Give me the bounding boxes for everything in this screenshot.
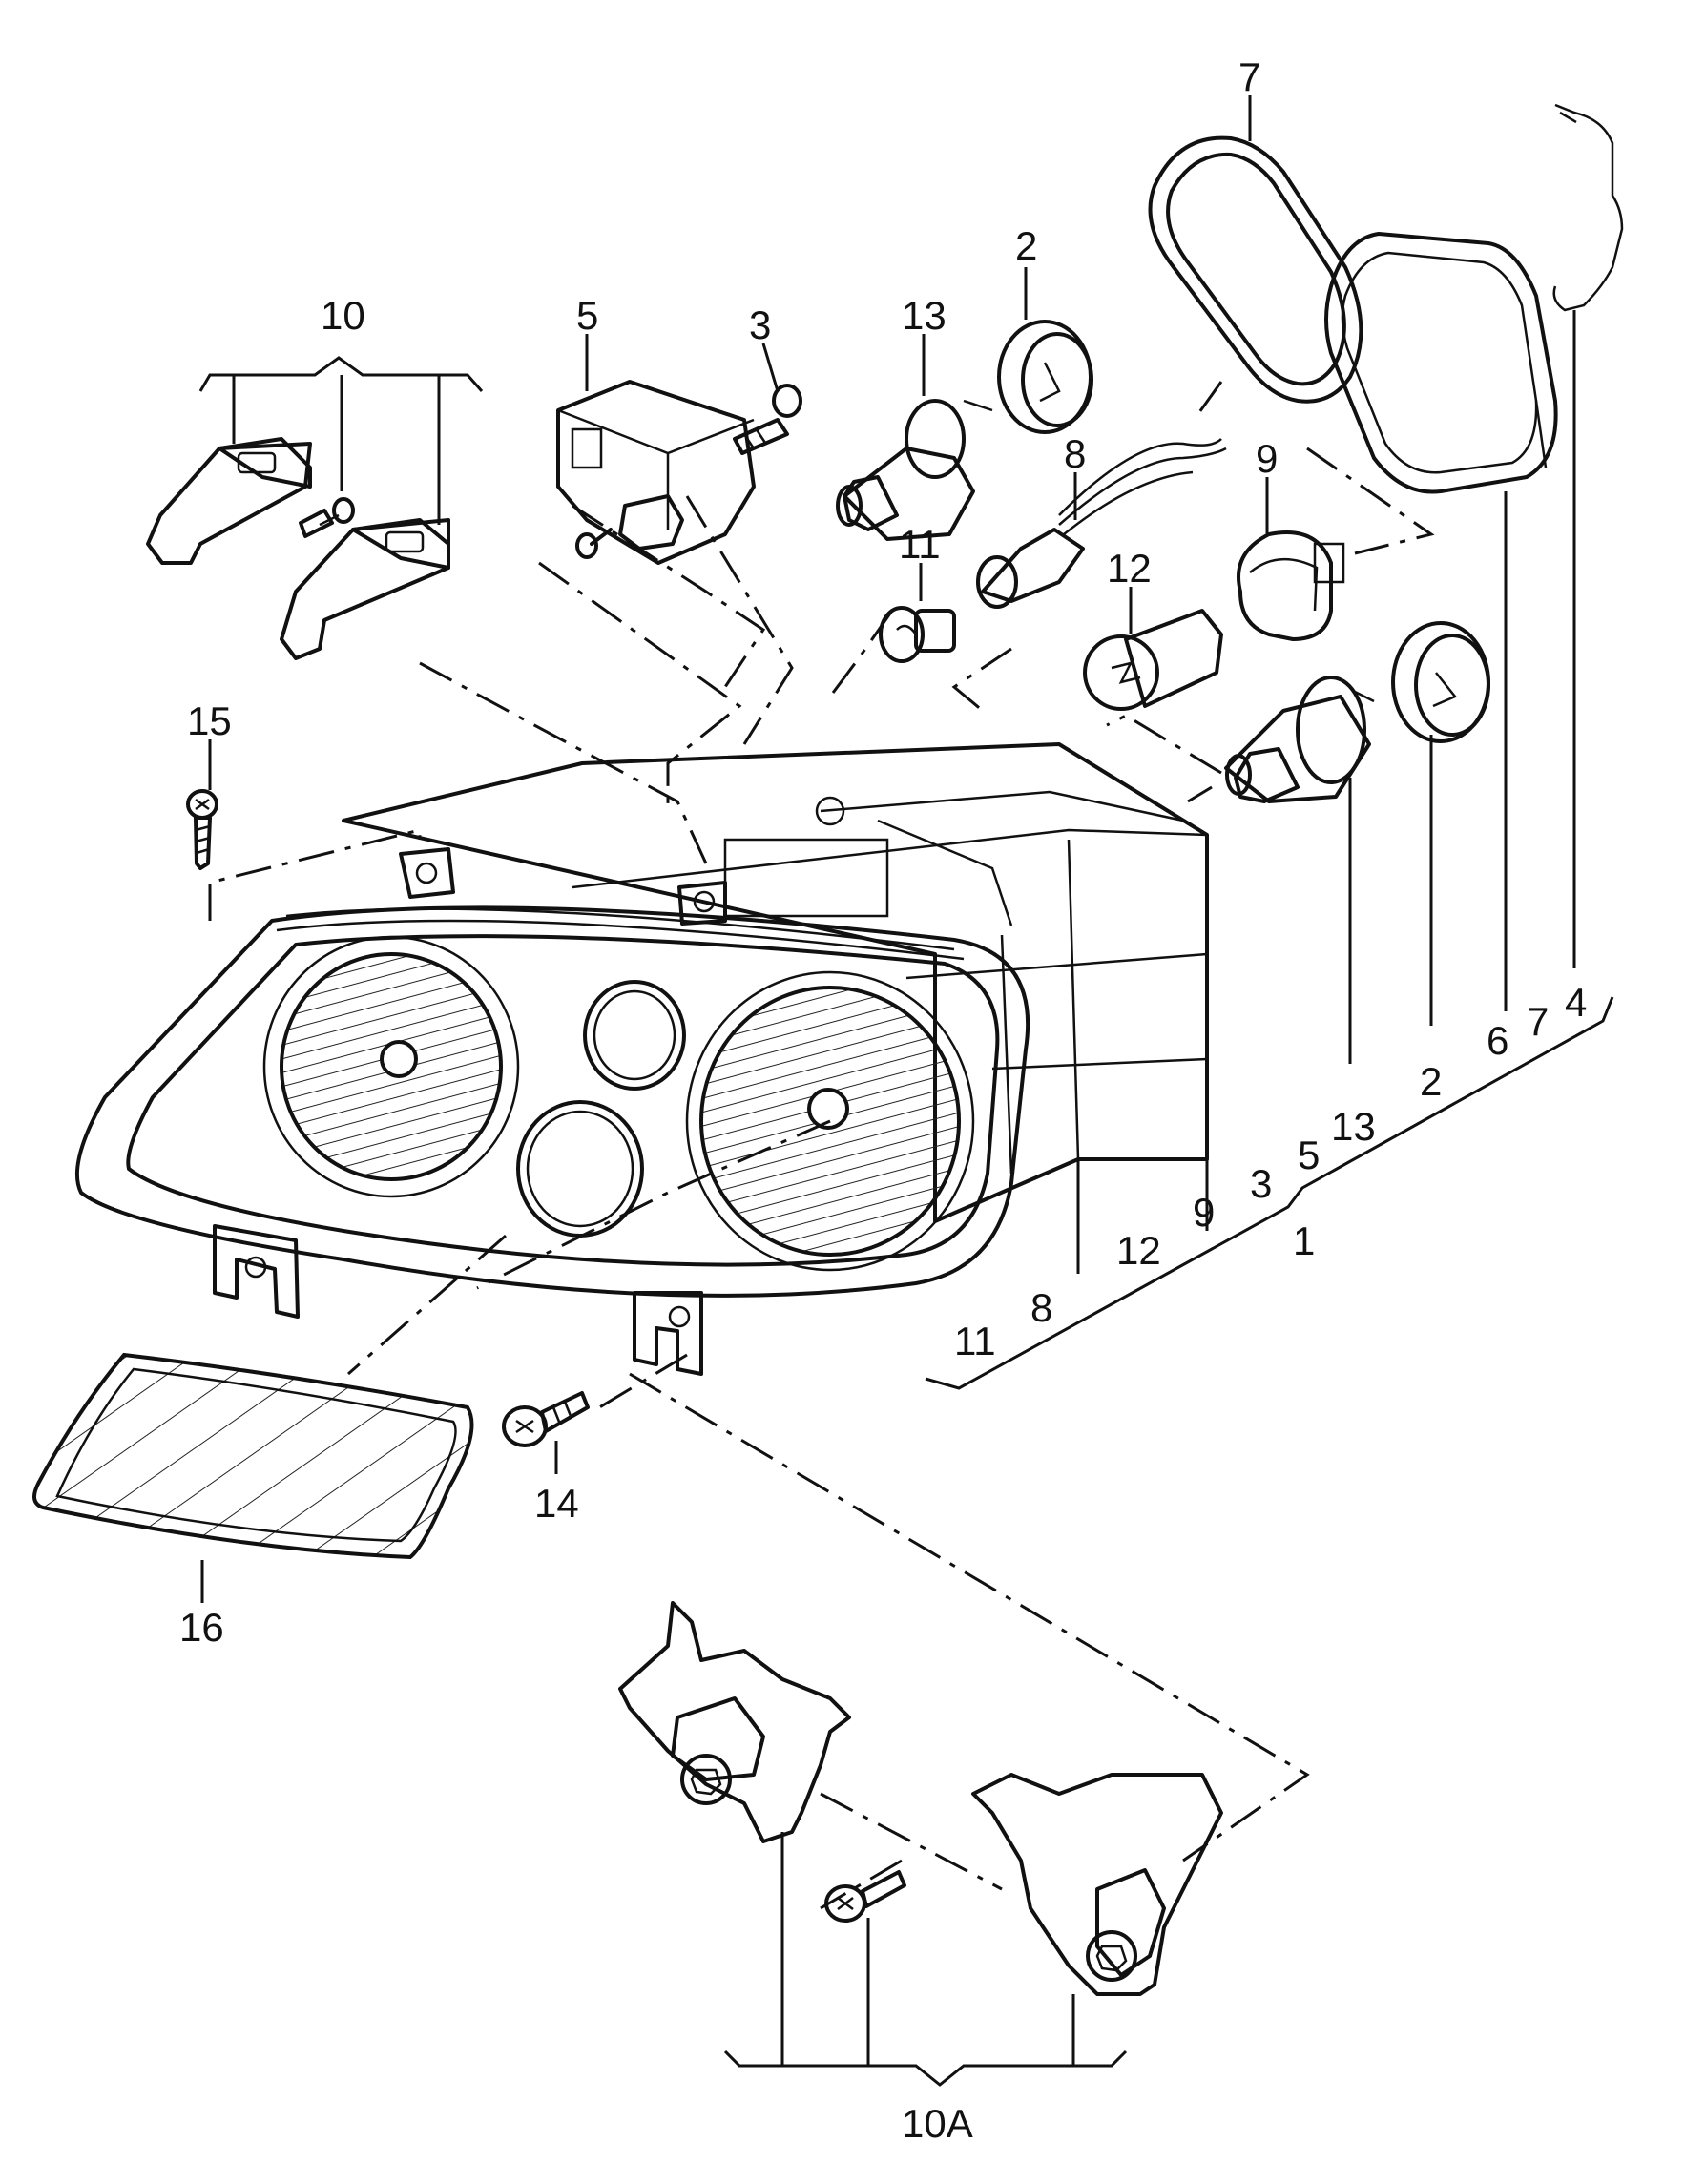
- part-14-screw: [502, 1391, 590, 1447]
- callout-7b: 7: [1527, 999, 1549, 1044]
- callout-2b: 2: [1420, 1059, 1442, 1104]
- part-3-screw: [733, 384, 802, 455]
- callout-8b: 8: [1030, 1285, 1052, 1330]
- leader-lines: [198, 95, 1614, 2087]
- callout-5b: 5: [1298, 1133, 1320, 1177]
- headlight-housing: [74, 742, 1209, 1376]
- part-13-bulb-upper: [836, 399, 993, 541]
- assembly-lines: [208, 381, 1435, 1910]
- part-10a-brackets: [618, 1601, 1223, 1996]
- part-6-cover: [1324, 232, 1558, 494]
- part-4-clip: [1552, 103, 1624, 312]
- callout-8a: 8: [1064, 431, 1086, 476]
- part-8-socket: [976, 438, 1227, 609]
- callout-14: 14: [534, 1481, 579, 1526]
- callout-1: 1: [1293, 1218, 1315, 1263]
- callout-9b: 9: [1193, 1190, 1215, 1235]
- callout-3b: 3: [1250, 1161, 1272, 1206]
- part-12-bulb: [1083, 609, 1223, 711]
- part-16-lens: [32, 1352, 474, 1560]
- part-10-bracket-set: [146, 437, 450, 660]
- part-11-small-bulb: [879, 606, 956, 663]
- callout-15: 15: [187, 698, 232, 743]
- part-13-bulb-lower: [1224, 676, 1375, 803]
- callout-10A: 10A: [902, 2101, 973, 2146]
- callout-3a: 3: [749, 302, 771, 347]
- callout-12b: 12: [1116, 1228, 1161, 1273]
- callout-9a: 9: [1256, 436, 1278, 481]
- part-7-gasket: [1148, 135, 1363, 404]
- part-9-bulb-holder: [1237, 530, 1345, 641]
- callout-labels: 10 5 3 13 2 7 8 9 11 12 15 14 16 6 7 4 2…: [179, 54, 1587, 2146]
- callout-7a: 7: [1238, 54, 1260, 99]
- part-15-screw: [186, 789, 218, 870]
- part-5-motor: [556, 380, 756, 565]
- callout-5a: 5: [576, 293, 598, 338]
- callout-13a: 13: [902, 293, 947, 338]
- part-2-cap-upper: [997, 320, 1093, 434]
- callout-10: 10: [321, 293, 365, 338]
- callout-2a: 2: [1015, 223, 1037, 268]
- callout-11a: 11: [899, 522, 941, 567]
- callout-12a: 12: [1107, 546, 1152, 591]
- callout-6: 6: [1487, 1018, 1508, 1063]
- part-2-cap-lower: [1391, 621, 1490, 743]
- callout-16: 16: [179, 1605, 224, 1650]
- callout-11b: 11: [954, 1319, 996, 1363]
- callout-4: 4: [1565, 980, 1587, 1025]
- callout-13b: 13: [1331, 1104, 1376, 1149]
